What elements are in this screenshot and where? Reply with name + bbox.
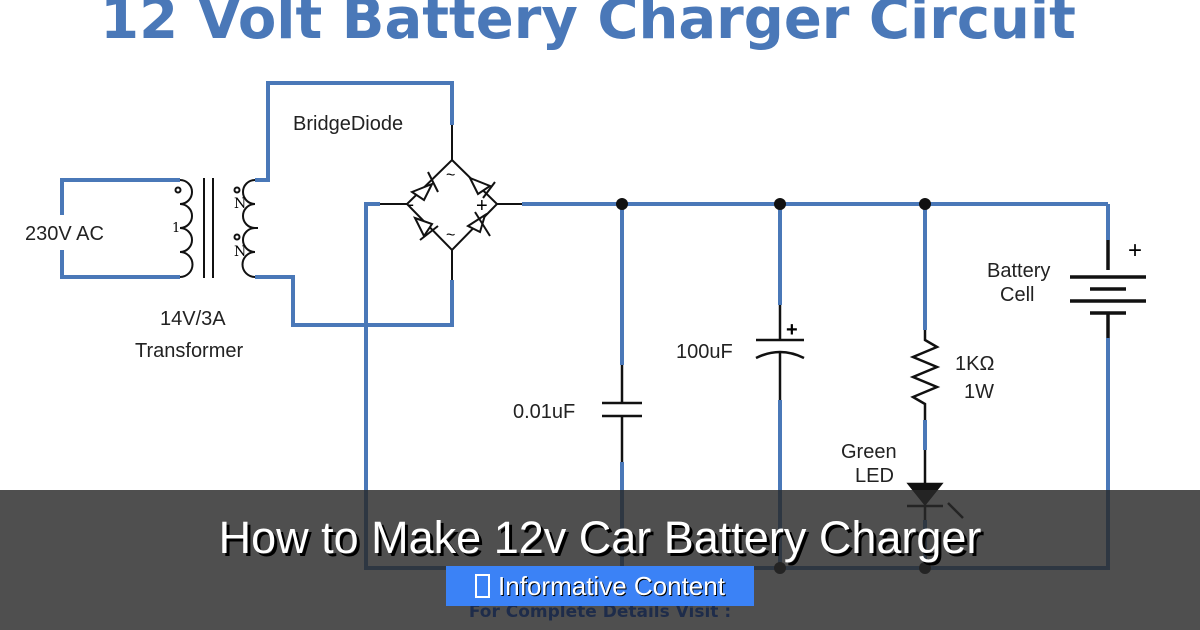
label-battery-2: Cell: [1000, 284, 1034, 306]
bridge-ac-1: ~: [446, 167, 455, 184]
label-secondary-2: N: [234, 244, 246, 260]
battery: [1070, 240, 1146, 338]
bridge-plus: +: [476, 195, 488, 217]
tag-icon: [475, 574, 491, 598]
label-led-1: Green: [841, 441, 897, 463]
label-primary: 1: [172, 221, 180, 236]
badge-label: Informative Content: [498, 571, 725, 601]
category-badge[interactable]: Informative Content: [446, 566, 754, 606]
bridge-minus: -: [408, 194, 414, 214]
label-resistor-power: 1W: [964, 381, 994, 403]
label-cap-large: 100uF: [676, 341, 733, 363]
label-resistor-value: 1KΩ: [955, 353, 994, 375]
cap-plus: +: [786, 319, 798, 341]
resistor: [909, 330, 941, 420]
label-bridge: BridgeDiode: [293, 113, 403, 135]
label-ac-source: 230V AC: [25, 223, 104, 245]
capacitor-small: [602, 365, 642, 462]
label-battery-1: Battery: [987, 260, 1050, 282]
label-transformer: Transformer: [135, 340, 244, 362]
battery-plus: +: [1128, 237, 1142, 264]
label-transformer-rating: 14V/3A: [160, 308, 226, 330]
bridge-diode: [380, 125, 522, 280]
visit-text: For Complete Details Visit :: [468, 602, 732, 622]
caption-overlay: [0, 490, 1200, 630]
label-led-2: LED: [855, 465, 894, 487]
bridge-ac-2: ~: [446, 227, 455, 244]
diagram-title: 12 Volt Battery Charger Circuit: [100, 0, 1076, 52]
headline: How to Make 12v Car Battery Charger: [218, 512, 982, 563]
label-cap-small: 0.01uF: [513, 401, 575, 423]
label-secondary-1: N: [234, 196, 246, 212]
transformer: [174, 178, 258, 278]
capacitor-electrolytic: [755, 305, 805, 400]
